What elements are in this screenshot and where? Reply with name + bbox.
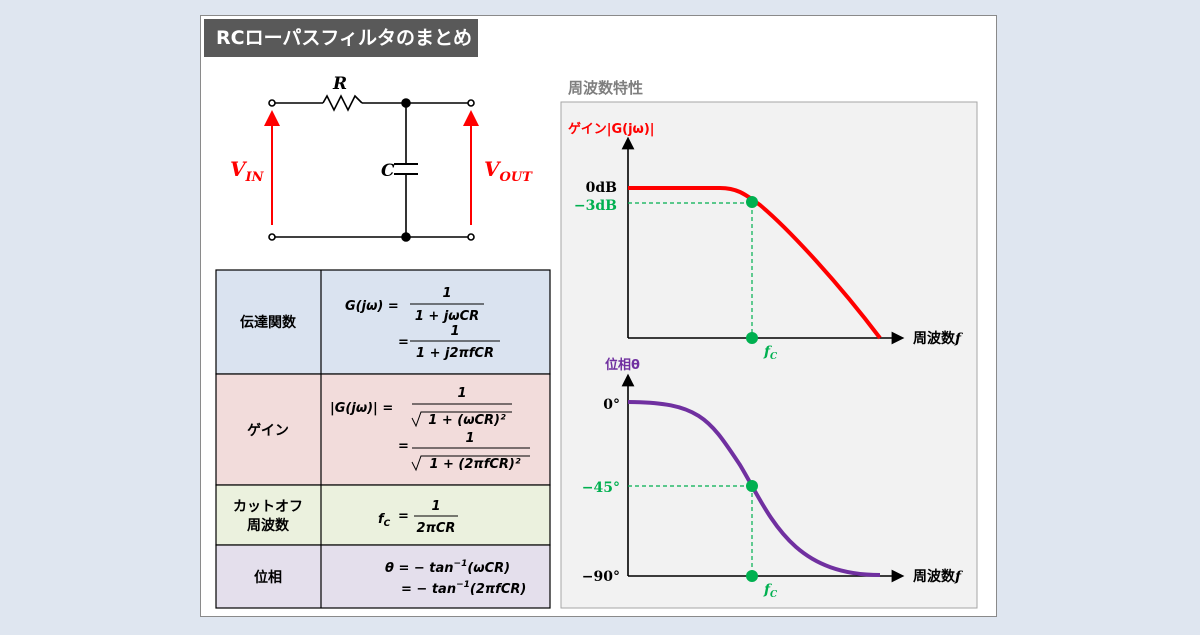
svg-text:=: = (398, 335, 409, 350)
resistor-label: R (332, 74, 347, 94)
svg-text:1 + j2πfCR: 1 + j2πfCR (416, 346, 494, 361)
gain-formula: |G(jω)| = 1 1 + (ωCR)² = 1 1 + (2πfCR)² (330, 386, 530, 472)
phase-axis-label: 位相θ (605, 357, 640, 373)
svg-text:1 + (ωCR)²: 1 + (ωCR)² (428, 413, 506, 428)
phase-formula: θ = − tan−1(ωCR) = − tan−1(2πfCR) (385, 559, 526, 597)
node-bottom (401, 232, 411, 242)
row-gain (215, 373, 551, 486)
transfer-function-formula: G(jω) = 1 1 + jωCR = 1 1 + j2πfCR (345, 286, 500, 361)
phase-tick-45: −45° (582, 480, 620, 496)
svg-text:1: 1 (442, 286, 451, 301)
svg-text:1 + (2πfCR)²: 1 + (2πfCR)² (429, 457, 520, 472)
label-transfer-function: 伝達関数 (240, 314, 297, 331)
input-terminal-top (268, 99, 276, 107)
svg-text:1: 1 (465, 431, 474, 446)
svg-text:|G(jω)| =: |G(jω)| = (330, 401, 393, 416)
rc-circuit (268, 94, 475, 242)
svg-text:1: 1 (450, 324, 459, 339)
svg-text:2πCR: 2πCR (417, 521, 456, 536)
gain-tick-3db: −3dB (574, 198, 617, 214)
gain-x-axis-label: 周波数f (913, 330, 964, 347)
input-terminal-bottom (268, 233, 276, 241)
output-terminal-top (467, 99, 475, 107)
label-phase: 位相 (254, 569, 282, 586)
row-transfer-function (215, 269, 551, 375)
capacitor-label: C (381, 161, 395, 181)
vin-label: VIN (230, 157, 265, 185)
svg-text:1: 1 (431, 499, 440, 514)
resistor-symbol (322, 94, 363, 112)
gain-plot: ゲイン|G(jω)| 0dB −3dB fC 周波数f (568, 121, 964, 362)
svg-text:1: 1 (457, 386, 466, 401)
phase-point-45 (746, 480, 758, 492)
phase-tick-90: −90° (582, 569, 620, 585)
phase-point-fc (746, 570, 758, 582)
formula-table: 伝達関数 ゲイン カットオフ 周波数 位相 G(jω) = 1 1 + jωCR… (215, 269, 551, 609)
label-gain: ゲイン (247, 422, 289, 439)
svg-text:=: = (398, 439, 409, 454)
svg-text:1 + jωCR: 1 + jωCR (415, 309, 479, 324)
svg-text:=: = (398, 509, 409, 524)
output-terminal-bottom (467, 233, 475, 241)
vout-label: VOUT (484, 157, 533, 185)
phase-curve (627, 400, 881, 577)
gain-point-3db (746, 196, 758, 208)
row-cutoff-frequency (215, 484, 551, 546)
label-cutoff-line2: 周波数 (247, 517, 290, 534)
svg-text:G(jω) =: G(jω) = (345, 299, 399, 314)
label-cutoff-line1: カットオフ (233, 499, 303, 515)
svg-text:θ = − tan−1(ωCR): θ = − tan−1(ωCR) (385, 559, 510, 576)
phase-plot: 位相θ 0° −45° −90° fC 周波数f (582, 357, 964, 600)
freq-section-title: 周波数特性 (568, 79, 643, 97)
gain-axis-label: ゲイン|G(jω)| (568, 121, 655, 137)
svg-text:= − tan−1(2πfCR): = − tan−1(2πfCR) (401, 580, 526, 597)
gain-tick-0db: 0dB (586, 180, 618, 196)
gain-curve (628, 186, 882, 340)
phase-tick-0: 0° (603, 397, 620, 413)
gain-fc-label: fC (763, 344, 778, 362)
cutoff-formula: fC = 1 2πCR (378, 499, 458, 536)
node-top (401, 98, 411, 108)
gain-point-fc (746, 332, 758, 344)
row-phase (215, 544, 551, 609)
phase-fc-label: fC (763, 582, 778, 600)
page-title: RCローパスフィルタのまとめ (204, 19, 478, 57)
phase-x-axis-label: 周波数f (913, 568, 964, 585)
svg-text:fC: fC (378, 512, 391, 529)
